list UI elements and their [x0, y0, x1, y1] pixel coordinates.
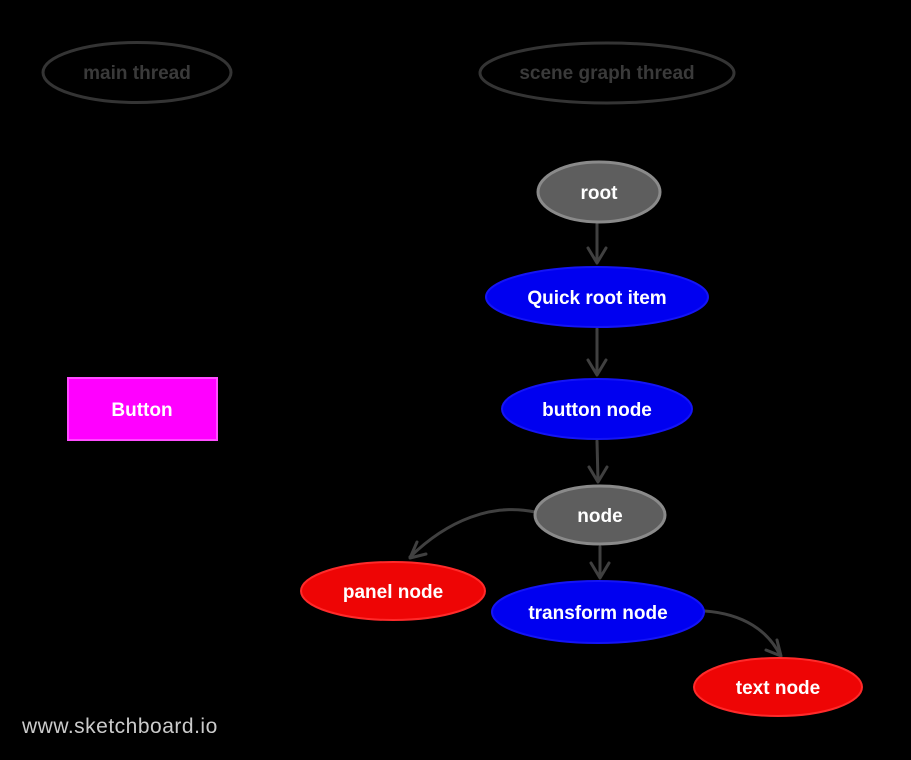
button-node-label: button node — [542, 400, 652, 421]
sketchboard-watermark: www.sketchboard.io — [22, 715, 218, 738]
node-text-node[interactable]: text node — [693, 657, 863, 717]
root-ellipse[interactable] — [536, 160, 662, 224]
edge-line[interactable] — [703, 609, 782, 657]
edge-line[interactable] — [408, 508, 537, 559]
quick-root-item-label: Quick root item — [527, 288, 666, 309]
arrowhead-icon — [586, 358, 608, 377]
edge-quick-root-item-to-button-node[interactable] — [586, 327, 608, 377]
arrowhead-icon — [764, 638, 783, 658]
edge-root-to-quick-root-item[interactable] — [586, 222, 608, 265]
panel-node-ellipse[interactable] — [300, 561, 486, 621]
node-root[interactable]: root — [536, 160, 662, 224]
button-node-ellipse[interactable] — [501, 378, 693, 440]
transform-node-label: transform node — [528, 603, 667, 624]
node-quick-root-item[interactable]: Quick root item — [485, 266, 709, 328]
scene-graph-thread-label: scene graph thread — [519, 63, 694, 84]
arrowhead-icon — [586, 246, 608, 265]
main-thread-label: main thread — [83, 63, 191, 84]
edge-transform-node-to-text-node[interactable] — [703, 609, 783, 658]
button-label: Button — [111, 400, 172, 421]
lane-scene-graph-thread[interactable]: scene graph thread — [478, 41, 736, 105]
node-button-node[interactable]: button node — [501, 378, 693, 440]
edge-line[interactable] — [595, 439, 600, 483]
node-button[interactable]: Button — [67, 377, 218, 441]
arrowhead-icon — [587, 465, 609, 484]
edge-node-to-transform-node[interactable] — [589, 545, 611, 580]
main-thread-ellipse[interactable] — [41, 41, 233, 104]
lane-main-thread[interactable]: main thread — [41, 41, 233, 104]
arrowhead-icon — [408, 540, 428, 560]
arrowhead-icon — [589, 561, 611, 580]
scene-graph-thread-ellipse[interactable] — [478, 41, 736, 105]
quick-root-item-ellipse[interactable] — [485, 266, 709, 328]
transform-node-ellipse[interactable] — [491, 580, 705, 644]
node-panel-node[interactable]: panel node — [300, 561, 486, 621]
panel-node-label: panel node — [343, 582, 443, 603]
node-transform-node[interactable]: transform node — [491, 580, 705, 644]
root-label: root — [581, 183, 619, 204]
node-label: node — [577, 506, 622, 527]
edge-node-to-panel-node[interactable] — [408, 508, 537, 560]
text-node-label: text node — [736, 678, 820, 699]
button-rect[interactable] — [67, 377, 218, 441]
node-ellipse[interactable] — [533, 484, 667, 546]
node-node[interactable]: node — [533, 484, 667, 546]
text-node-ellipse[interactable] — [693, 657, 863, 717]
edge-button-node-to-node[interactable] — [587, 439, 609, 484]
